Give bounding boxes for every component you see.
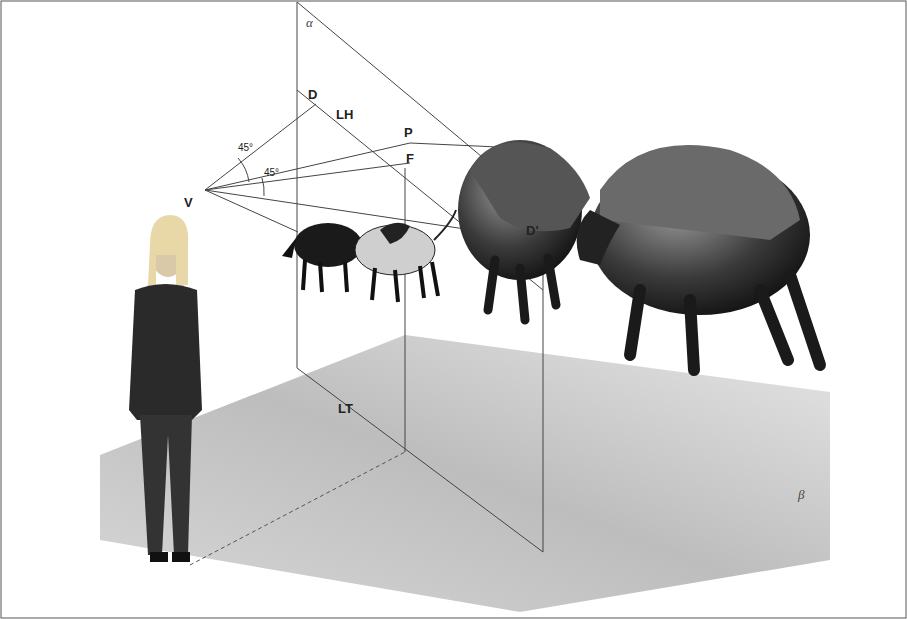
angle-label: 45° — [238, 143, 253, 153]
point-label: D — [308, 88, 317, 101]
point-label: V — [184, 196, 193, 209]
line-label: LH — [336, 108, 353, 121]
foot-line — [190, 452, 405, 565]
projected-bulls — [282, 210, 456, 302]
bull-figures — [458, 140, 820, 370]
plane-label: β — [798, 488, 804, 501]
point-label: D' — [526, 224, 538, 237]
observer-figure — [129, 215, 202, 562]
angle-label: 45° — [264, 168, 279, 178]
ground-plane — [100, 335, 830, 612]
point-label: P — [404, 126, 413, 139]
plane-label: α — [306, 16, 313, 29]
line-label: LT — [338, 402, 353, 415]
point-label: F — [406, 152, 414, 165]
